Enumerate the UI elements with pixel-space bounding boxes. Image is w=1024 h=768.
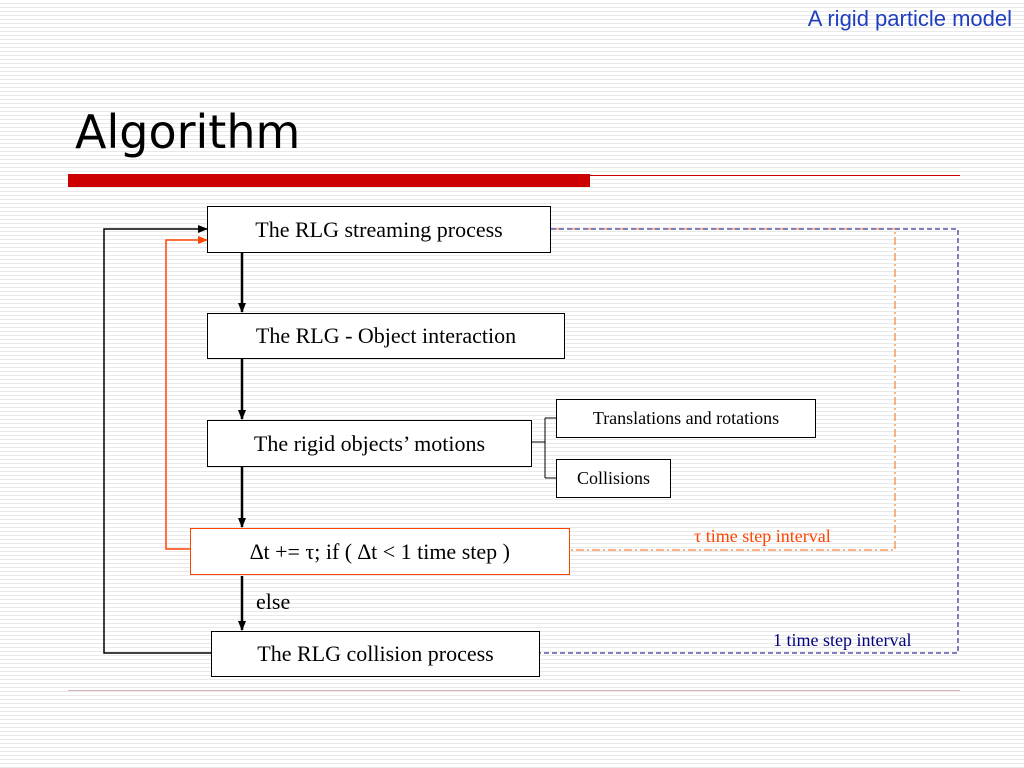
condition-box: ∆t += τ; if ( ∆t < 1 time step ) — [190, 528, 570, 575]
step-interval-bracket — [540, 228, 959, 654]
title-underline-bar — [68, 174, 590, 187]
slide-title: Algorithm — [75, 105, 301, 159]
interaction-box: The RLG - Object interaction — [207, 313, 565, 359]
else-label: else — [256, 589, 291, 614]
loop-arrow-condition-to-streaming — [165, 236, 208, 550]
streaming-process-box: The RLG streaming process — [207, 206, 551, 253]
tau-interval-label: τ time step interval — [694, 526, 831, 546]
collision-process-box: The RLG collision process — [211, 631, 540, 677]
translations-box: Translations and rotations — [556, 399, 816, 438]
footer-divider — [68, 690, 960, 691]
step-interval-label: 1 time step interval — [773, 630, 912, 650]
slide-header-title: A rigid particle model — [807, 6, 1012, 31]
collisions-box: Collisions — [556, 459, 671, 498]
title-underline-line — [590, 175, 960, 176]
motions-box: The rigid objects’ motions — [207, 420, 532, 467]
loop-arrow-collision-to-streaming — [103, 225, 211, 654]
tau-interval-bracket — [551, 228, 896, 551]
